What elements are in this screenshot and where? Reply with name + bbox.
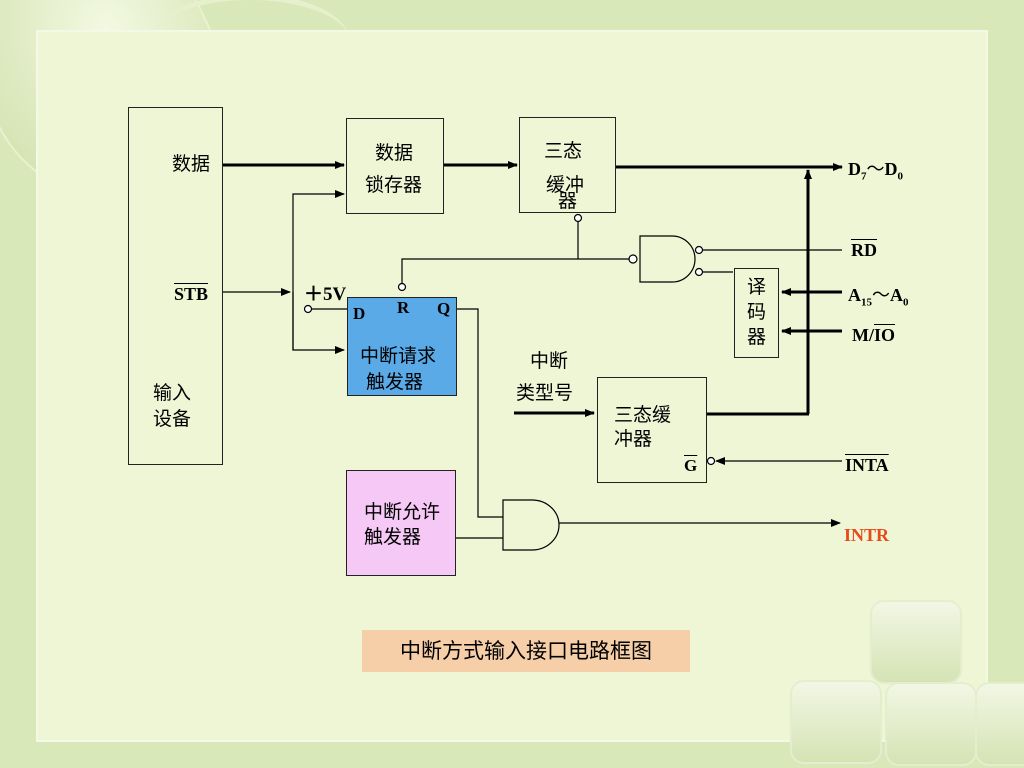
type-buffer-label-2: 冲器 — [614, 428, 653, 450]
tristate-buffer-label-1: 三态 — [544, 140, 583, 162]
stb-to-ff-wire — [292, 292, 345, 354]
input-device-label-2: 设备 — [153, 408, 192, 430]
decoder-block: 译 码 器 — [734, 268, 779, 358]
pin-d-label: D — [353, 304, 366, 323]
keyboard-key-decoration — [790, 680, 882, 764]
pin-q-label: Q — [437, 299, 451, 318]
input-device-block: 输入 设备 — [128, 107, 223, 465]
mio-label: M/IO — [852, 325, 896, 345]
data-latch-label-1: 数据 — [375, 142, 414, 164]
tristate-buffer-label-2: 缓冲 — [546, 174, 585, 196]
data-latch-label-2: 锁存器 — [365, 174, 423, 196]
q-to-and-wire — [456, 308, 503, 518]
request-ff-label-2: 触发器 — [366, 371, 424, 393]
decoder-label-1: 译 — [746, 276, 766, 298]
pin-g-label: G — [684, 456, 698, 475]
enable-ff-label-1: 中断允许 — [364, 501, 441, 523]
enable-ff-label-2: 触发器 — [364, 526, 422, 548]
interrupt-type-label-1: 中断 — [530, 350, 569, 372]
interrupt-type-label-2: 类型号 — [516, 382, 574, 404]
vcc-label: ＋5V — [304, 284, 347, 305]
rd-label: RD — [851, 240, 877, 260]
keyboard-key-decoration — [870, 600, 962, 684]
input-device-label-1: 输入 — [153, 382, 192, 404]
interrupt-request-ff-block: D R Q 中断请求 触发器 — [347, 297, 457, 396]
nand-gate — [639, 235, 696, 283]
stb-label: STB — [174, 284, 209, 304]
tristate-buffer-label-3: 器 — [558, 190, 578, 212]
tristate-buffer-data-block: 三态 缓冲 器 — [519, 117, 616, 213]
data-output-label: 数据 — [172, 153, 211, 175]
intr-label: INTR — [844, 525, 890, 545]
decoder-label-3: 器 — [746, 326, 766, 348]
address-bus-label: A15～A0 — [848, 285, 909, 309]
reset-wire — [401, 258, 630, 287]
inta-label: INTA — [845, 455, 889, 475]
keyboard-key-decoration — [975, 682, 1024, 766]
type-buffer-label-1: 三态缓 — [614, 404, 672, 426]
diagram-caption: 中断方式输入接口电路框图 — [362, 630, 690, 672]
data-latch-block: 数据 锁存器 — [346, 118, 444, 214]
request-ff-label-1: 中断请求 — [360, 345, 437, 367]
pin-r-label: R — [397, 298, 410, 317]
decoder-label-2: 码 — [746, 301, 766, 323]
stb-to-latch-wire — [292, 190, 345, 350]
interrupt-enable-ff-block: 中断允许 触发器 — [346, 470, 456, 576]
data-bus-label: D7～D0 — [848, 159, 903, 183]
tristate-buffer-type-block: 三态缓 冲器 G — [597, 377, 707, 483]
and-gate — [502, 499, 560, 551]
slide-frame — [36, 30, 988, 742]
